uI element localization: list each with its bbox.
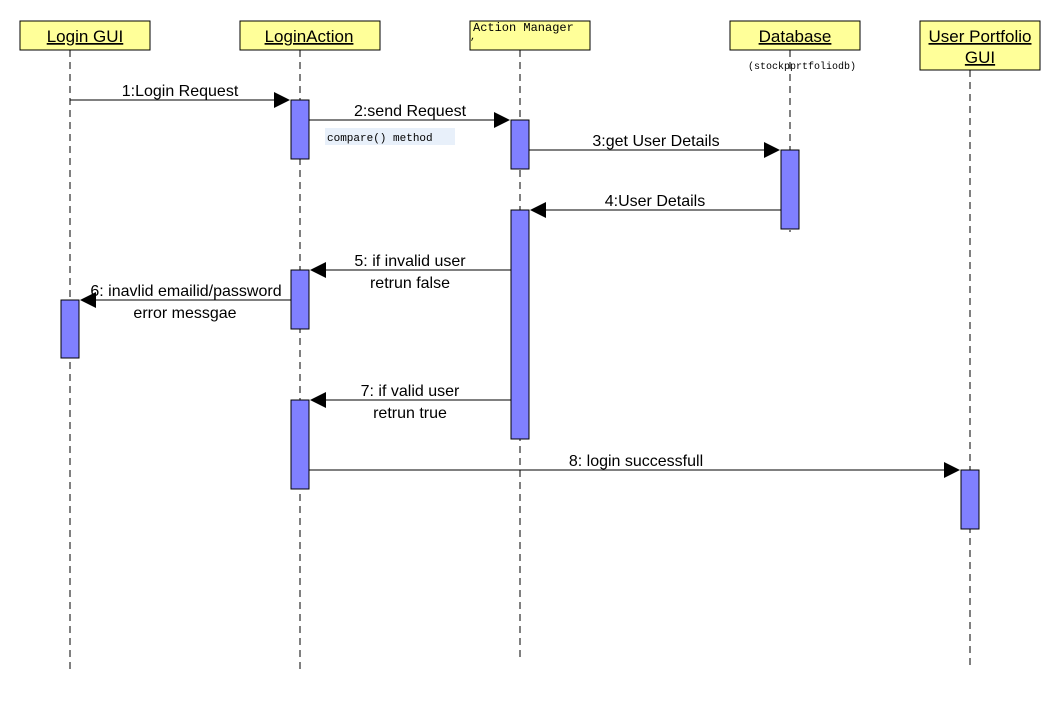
- message-7: 7: if valid user retrun true: [310, 383, 511, 422]
- message-6-label-line2: error messgae: [133, 305, 236, 322]
- database-note: (stockpprtfoliodb): [748, 61, 856, 73]
- actor-user-portfolio-label-line2: GUI: [965, 48, 995, 67]
- activation-login-gui: [60, 299, 80, 359]
- message-4: 4:User Details: [530, 193, 781, 218]
- message-1: 1:Login Request: [70, 83, 290, 108]
- actor-login-action-label: LoginAction: [265, 27, 354, 46]
- arrowhead-left-icon: [310, 392, 326, 408]
- activation-login-action-1: [290, 99, 310, 160]
- message-7-label-line2: retrun true: [373, 405, 447, 422]
- activation-database: [780, 149, 800, 230]
- actor-login-gui-label: Login GUI: [47, 27, 124, 46]
- message-2: 2:send Request: [309, 103, 510, 128]
- arrowhead-right-icon: [944, 462, 960, 478]
- message-2-note: compare() method: [325, 128, 455, 145]
- message-6: 6: inavlid emailid/password error messga…: [80, 283, 291, 322]
- activation-user-portfolio-gui: [960, 469, 980, 530]
- message-2-note-label: compare() method: [327, 133, 433, 145]
- message-5: 5: if invalid user retrun false: [310, 253, 511, 292]
- arrowhead-right-icon: [494, 112, 510, 128]
- actor-action-manager-label: Action Manager: [473, 21, 574, 35]
- message-3-label: 3:get User Details: [592, 133, 719, 150]
- message-2-label: 2:send Request: [354, 103, 467, 120]
- arrowhead-left-icon: [310, 262, 326, 278]
- actor-action-manager: Action Manager ,: [469, 20, 591, 51]
- actor-user-portfolio-gui: User Portfolio GUI: [919, 20, 1041, 71]
- message-3: 3:get User Details: [529, 133, 780, 158]
- message-8: 8: login successfull: [309, 453, 960, 478]
- arrowhead-right-icon: [764, 142, 780, 158]
- arrowhead-right-icon: [274, 92, 290, 108]
- actor-database: Database: [729, 20, 861, 51]
- activation-action-manager-2: [510, 209, 530, 440]
- message-6-label-line1: 6: inavlid emailid/password: [90, 283, 281, 300]
- message-5-label-line2: retrun false: [370, 275, 450, 292]
- activation-login-action-2: [290, 269, 310, 330]
- activation-login-action-3: [290, 399, 310, 490]
- arrowhead-left-icon: [530, 202, 546, 218]
- actor-login-action: LoginAction: [239, 20, 381, 51]
- message-7-label-line1: 7: if valid user: [361, 383, 460, 400]
- arrowhead-left-icon: [80, 292, 96, 308]
- activation-action-manager-1: [510, 119, 530, 170]
- message-1-label: 1:Login Request: [122, 83, 239, 100]
- actor-login-gui: Login GUI: [19, 20, 151, 51]
- actor-database-label: Database: [759, 27, 832, 46]
- message-8-label: 8: login successfull: [569, 453, 703, 470]
- actor-user-portfolio-label-line1: User Portfolio: [929, 27, 1032, 46]
- message-5-label-line1: 5: if invalid user: [354, 253, 466, 270]
- message-4-label: 4:User Details: [605, 193, 705, 210]
- actor-action-manager-mark: ,: [470, 32, 476, 43]
